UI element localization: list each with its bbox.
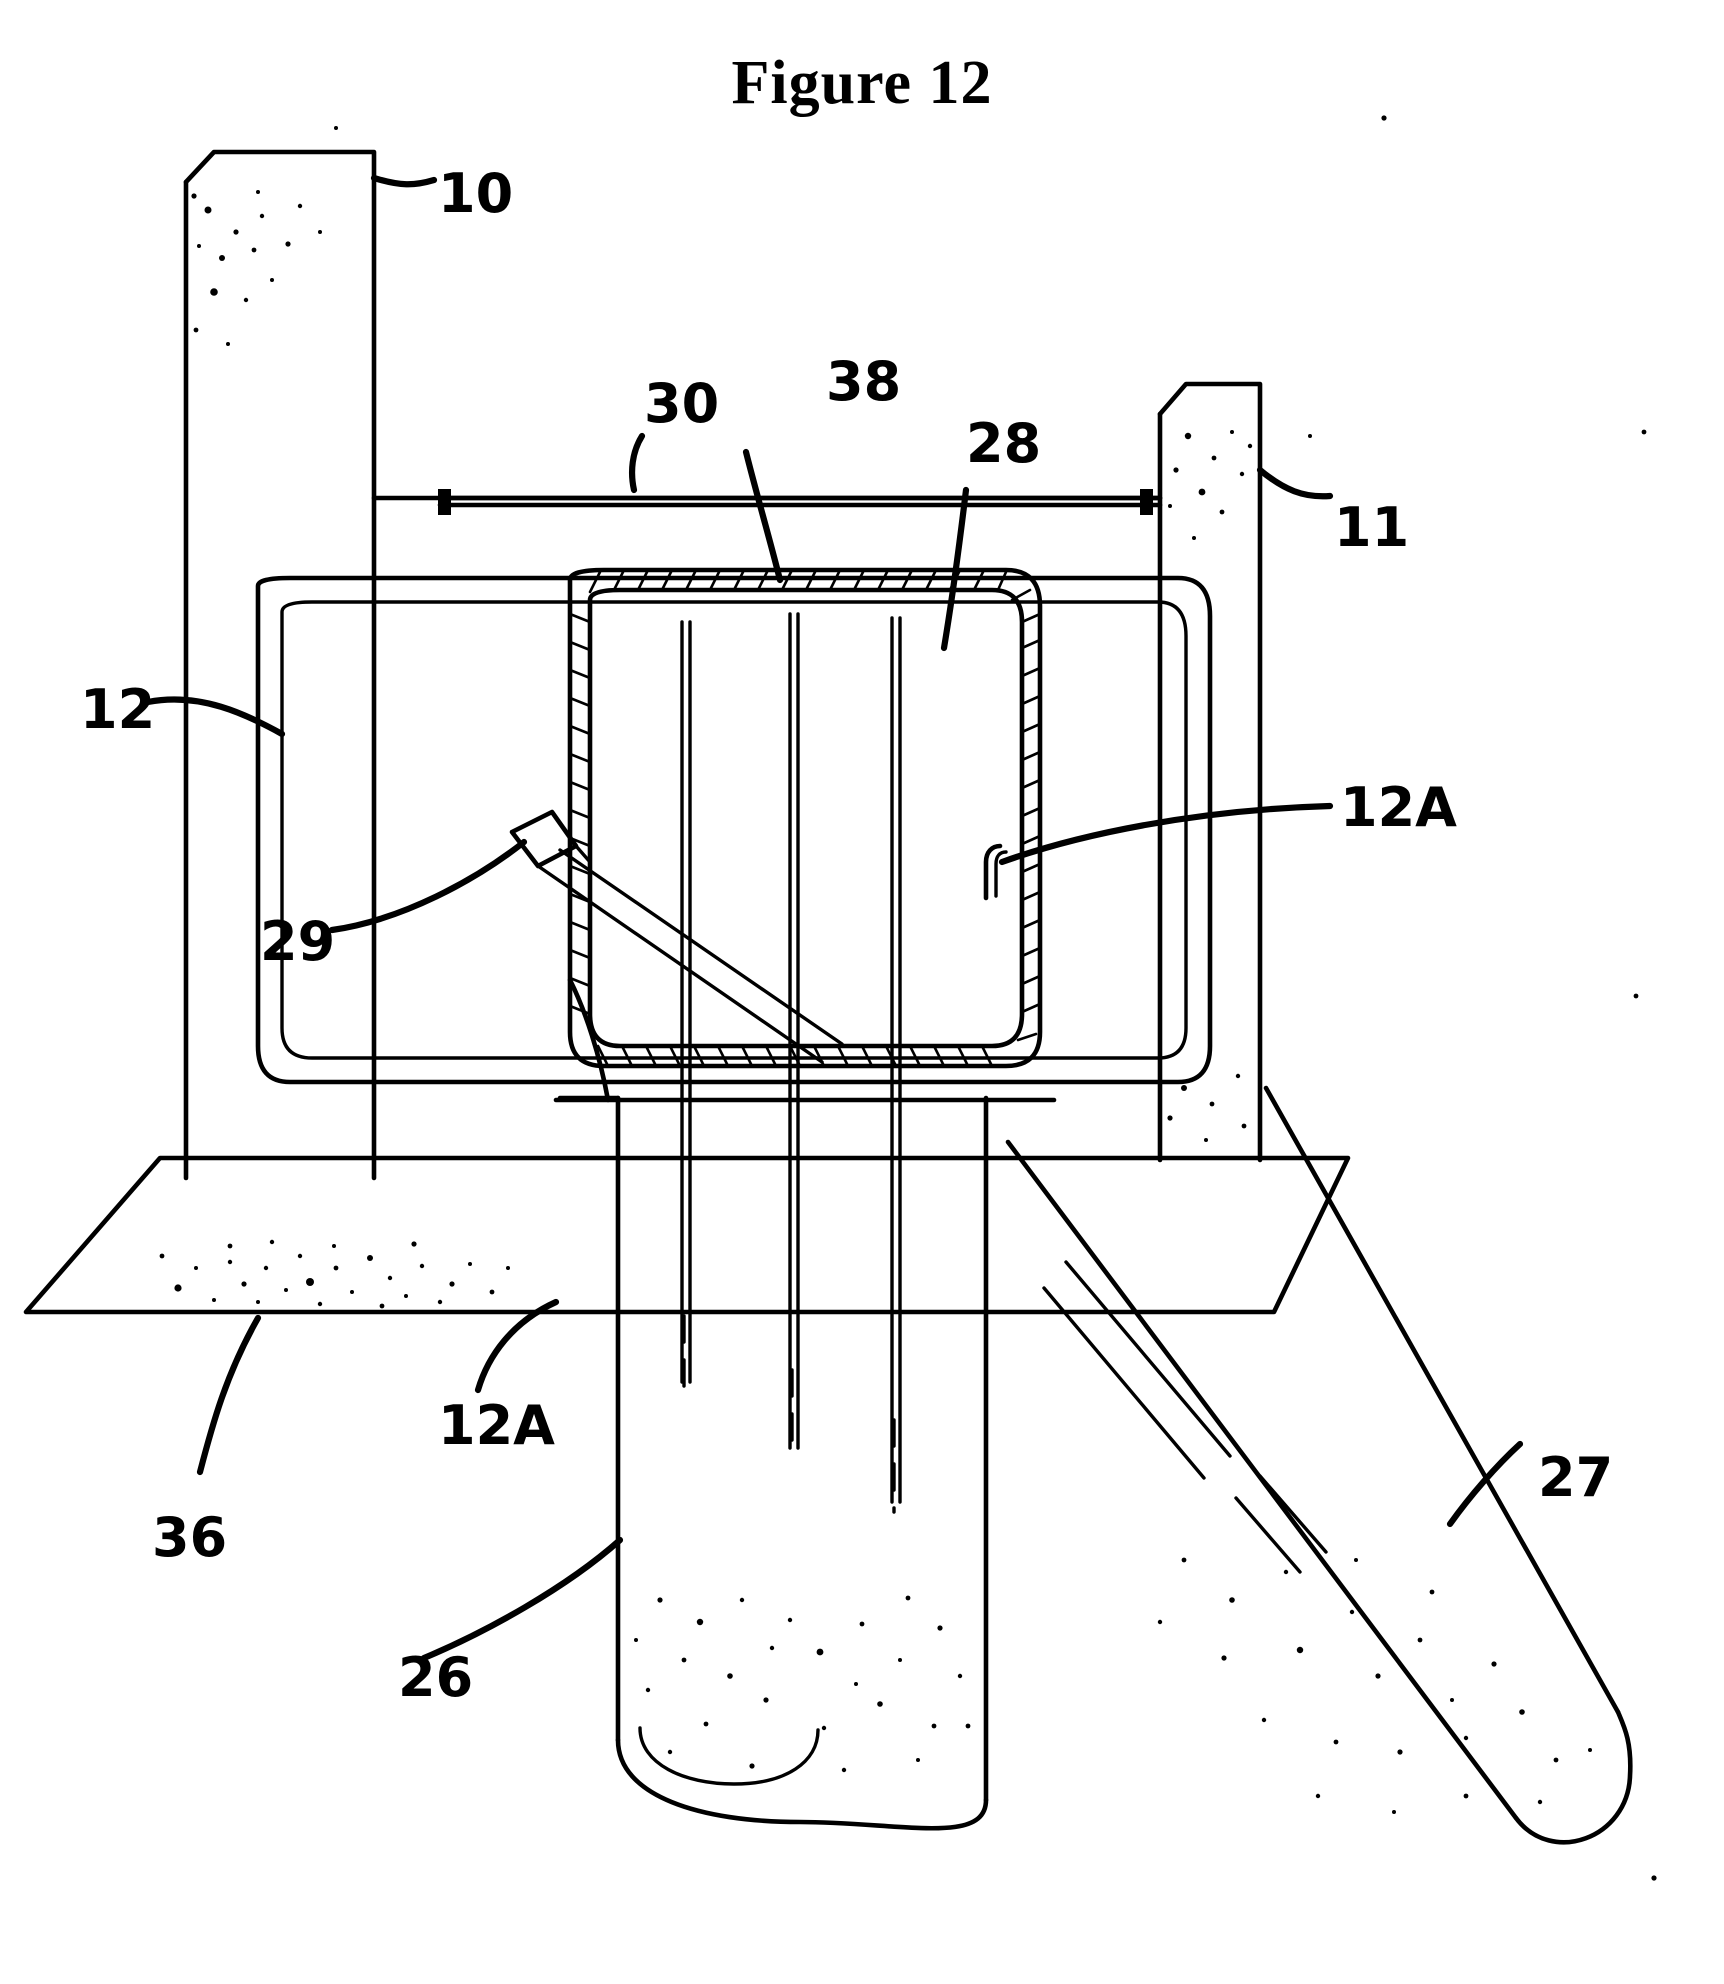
- stipple-pile-27: [1157, 1557, 1592, 1814]
- pile-26: [553, 1095, 1057, 1831]
- leader-30: [629, 432, 646, 494]
- numeral-12: 12: [80, 678, 155, 741]
- hatch-inner-frame: [568, 568, 1042, 1068]
- rail-fastener-left: [438, 489, 451, 515]
- base-slab-36: [23, 1155, 1351, 1315]
- numeral-12a-right: 12A: [1340, 776, 1457, 839]
- leader-27: [1446, 1440, 1524, 1528]
- numeral-36: 36: [152, 1506, 227, 1569]
- rail-fastener-right: [1140, 489, 1153, 515]
- corner-wedge-29: [509, 809, 844, 1064]
- numeral-12a-lower: 12A: [438, 1394, 555, 1457]
- numeral-10: 10: [438, 162, 513, 225]
- leader-28: [940, 486, 970, 652]
- stipple-right-post: [1167, 430, 1253, 1142]
- scan-artifacts: [334, 115, 1657, 1881]
- leader-38: [742, 448, 784, 584]
- leader-12: [144, 696, 286, 738]
- page-title: Figure 12: [731, 49, 993, 117]
- leader-11: [1256, 466, 1334, 500]
- numeral-27: 27: [1538, 1446, 1613, 1509]
- frame-fitting-12a-lower: [567, 977, 611, 1103]
- frame-fitting-12a-right: [983, 843, 1008, 901]
- right-post-11: [1157, 381, 1263, 1163]
- leader-12a-lower: [474, 1298, 560, 1394]
- inner-frame-38: [567, 567, 1043, 1069]
- outer-frame-12: [255, 575, 1213, 1085]
- stipple-pile-26: [634, 1595, 971, 1773]
- left-post-10: [183, 149, 377, 1181]
- picket-bars-28: [680, 612, 902, 1514]
- top-rail-30: [371, 489, 1163, 515]
- numeral-26: 26: [398, 1646, 473, 1709]
- numeral-11: 11: [1334, 496, 1409, 559]
- numeral-30: 30: [644, 372, 719, 435]
- numeral-38: 38: [826, 350, 901, 413]
- stipple-base-slab: [159, 1239, 510, 1309]
- leader-36: [196, 1314, 262, 1476]
- leader-10: [370, 174, 438, 188]
- reference-numeral-group: 10 30 38 28 11 12 12A 29 12A 36 26 27: [80, 162, 1613, 1709]
- leader-12a-right: [998, 802, 1334, 866]
- pile-27: [1005, 1085, 1633, 1845]
- numeral-28: 28: [966, 412, 1041, 475]
- leader-26: [420, 1536, 624, 1662]
- numeral-29: 29: [260, 910, 335, 973]
- leader-lines: [144, 174, 1524, 1662]
- stipple-left-post: [191, 190, 322, 346]
- leader-29: [328, 838, 528, 934]
- picket-hidden-lines: [682, 1314, 896, 1514]
